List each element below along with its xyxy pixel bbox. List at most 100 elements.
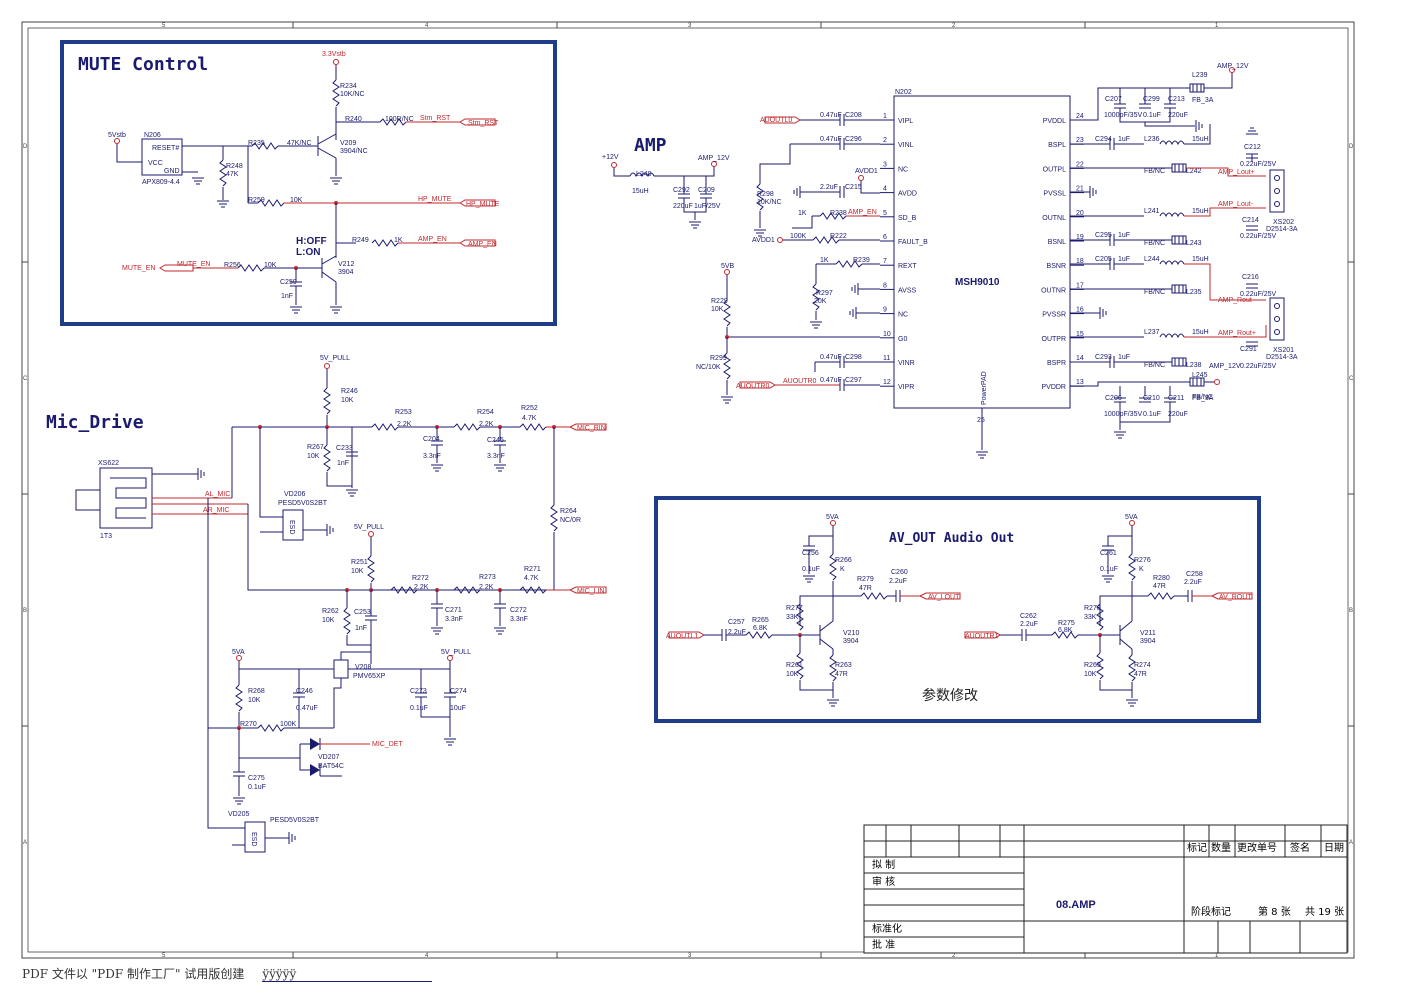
msh9010-chip: [893, 95, 1071, 409]
amp-left-pin-number: 8: [883, 282, 887, 289]
c295-ref: C295: [1095, 232, 1112, 239]
vd206-esd-label: ESD: [288, 520, 295, 534]
c208-ref: C208: [845, 112, 862, 119]
amp-right-pin-name: OUTNL: [1042, 215, 1066, 222]
av-out-title: AV_OUT Audio Out: [889, 531, 1014, 546]
auoutr0-port: AUOUTR0: [736, 383, 770, 390]
vd205-esd: [244, 821, 266, 853]
amp-right-pin-number: 23: [1076, 137, 1084, 144]
n202-ref: N202: [895, 89, 912, 96]
c205-ref: C205: [1095, 256, 1112, 263]
c256-value: 0.1uF: [802, 566, 820, 573]
mic-drive-title: Mic_Drive: [46, 412, 144, 433]
l241-ref: L241: [1144, 208, 1160, 215]
l244-value: 15uH: [1192, 256, 1209, 263]
sheet-total: 共 19 张: [1305, 906, 1344, 918]
l239-ref: L239: [1192, 72, 1208, 79]
amp-right-pin-name: PVSSL: [1043, 191, 1066, 198]
r248-ref: R248: [226, 163, 243, 170]
c253-value: 1nF: [355, 625, 367, 632]
xs201-part: D2514-3A: [1266, 354, 1298, 361]
r239-value: 1K: [820, 257, 829, 264]
c256-ref: C256: [802, 550, 819, 557]
c272-ref: C272: [510, 607, 527, 614]
c296-ref: C296: [845, 136, 862, 143]
r229-ref: R229: [711, 298, 728, 305]
amp-lout-plus: AMP_Lout+: [1218, 169, 1255, 176]
r298-ref: R298: [757, 191, 774, 198]
vd206-ref: VD206: [284, 491, 306, 498]
r222-value: 100K: [790, 233, 807, 240]
av-out-block: AV_OUT Audio Out 参数修改 5VA C256 0.1uF R26…: [654, 496, 1261, 723]
c293-value: 1uF: [1118, 354, 1130, 361]
r275-ref: R275: [1058, 620, 1075, 627]
amp-left-pin-number: 3: [883, 161, 887, 168]
stm-rst-net: Stm_RST: [420, 115, 451, 122]
n206-pin-vcc: VCC: [148, 160, 163, 167]
col-tick-5-bottom: 5: [162, 953, 166, 959]
col-tick-4: 4: [425, 23, 429, 29]
r264-value: NC/0R: [560, 517, 581, 524]
l245-ref: L245: [1192, 372, 1208, 379]
stm-rst-port: Stm_RST: [468, 120, 499, 127]
lon-note: L:ON: [296, 247, 320, 258]
mute-control-title: MUTE Control: [78, 54, 208, 75]
col-tick-3: 3: [688, 23, 692, 29]
c299-ref: C299: [1143, 96, 1160, 103]
r271-value: 4.7K: [524, 575, 539, 582]
col-tick-5: 5: [162, 23, 166, 29]
r270-value: 100K: [280, 721, 297, 728]
amp-right-pin-number: 22: [1076, 161, 1084, 168]
mic-lin-port: MIC_LIN: [577, 588, 605, 595]
amp-en-port: AMP_EN: [468, 241, 497, 248]
row-reviewed: 审 核: [872, 875, 895, 888]
amp-rout-plus: AMP_Rout+: [1218, 330, 1256, 337]
r238-ref: R238: [830, 210, 847, 217]
r278-ref: R278: [1084, 605, 1101, 612]
amp-rout-minus: AMP_Rout-: [1218, 297, 1255, 304]
l243-ref: L243: [1186, 240, 1202, 247]
l244-ref: L244: [1144, 256, 1160, 263]
l240-value: 15uH: [632, 188, 649, 195]
row-tick-a: A: [23, 840, 27, 846]
r240-value: 100R/NC: [385, 116, 414, 123]
r252-value: 4.7K: [522, 415, 537, 422]
v208-value: PMV65XP: [353, 673, 386, 680]
r246-value: 10K: [341, 397, 354, 404]
r266-ref: R266: [835, 557, 852, 564]
c294-ref: C294: [1095, 136, 1112, 143]
mic-rin-port: MIC_RIN: [577, 425, 606, 432]
amp-right-pin-name: BSPR: [1047, 360, 1066, 367]
header-sign: 签名: [1290, 841, 1310, 854]
l241-value: 15uH: [1192, 208, 1209, 215]
c258-value: 2.2uF: [1184, 579, 1202, 586]
c299-value: 0.1uF: [1143, 112, 1161, 119]
r275-value: 6.8K: [1058, 627, 1073, 634]
c216-value: 0.22uF/25V: [1240, 291, 1277, 298]
c271-ref: C271: [445, 607, 462, 614]
footer-link[interactable]: ÿÿÿÿÿ: [262, 967, 433, 982]
r262-value: 10K: [322, 617, 335, 624]
param-note: 参数修改: [922, 687, 978, 704]
amp-right-pin-name: PVSSR: [1042, 312, 1066, 319]
apx809-chip: [141, 138, 183, 176]
footer-text: PDF 文件以 "PDF 制作工厂" 试用版创建: [22, 967, 245, 981]
r261-value: 10K: [786, 671, 799, 678]
l242-value: FB/NC: [1144, 168, 1165, 175]
ic-name: MSH9010: [955, 277, 1000, 288]
r266-value: K: [840, 566, 845, 573]
c259-ref: C259: [280, 279, 297, 286]
amp-right-pin-number: 13: [1076, 379, 1084, 386]
amp-right-pin-number: 14: [1076, 355, 1084, 362]
auoutl1-port: AUOUTL1: [666, 633, 698, 640]
r234-value: 10K/NC: [340, 91, 365, 98]
r274-ref: R274: [1134, 662, 1151, 669]
l236-value: 15uH: [1192, 136, 1209, 143]
r279-ref: R279: [857, 576, 874, 583]
xs202-connector: [1269, 169, 1285, 213]
avdd1-fault-label: AVDD1: [752, 237, 775, 244]
rail-5va-left: 5VA: [826, 514, 839, 521]
vd206-value: PESD5V0S2BT: [278, 500, 328, 507]
amp-left-pin-number: 6: [883, 234, 887, 241]
